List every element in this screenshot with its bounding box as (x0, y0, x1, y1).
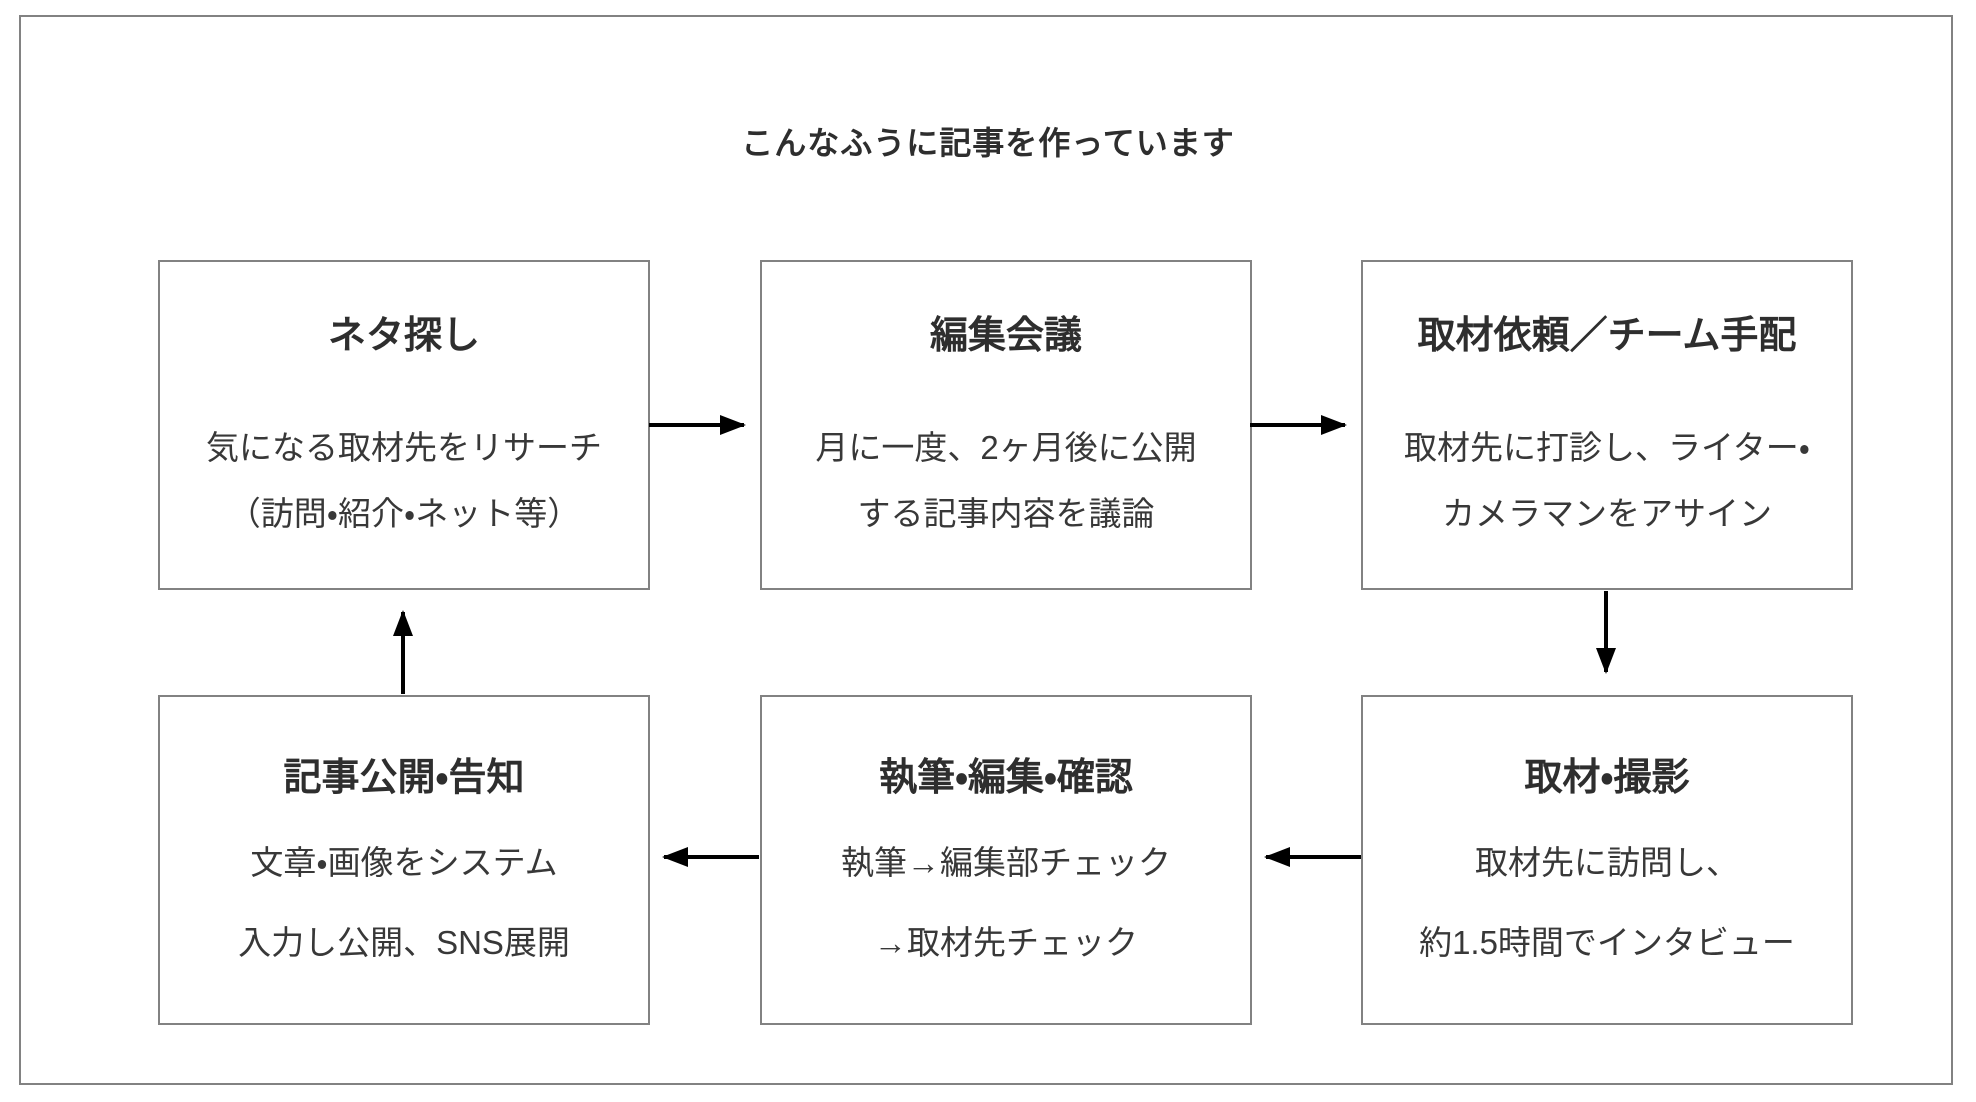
box-writing-editing-check-heading: 執筆・編集・確認 (879, 757, 1133, 799)
box-topic-research-body: 気になる取材先をリサーチ （訪問・紹介・ネット等） (206, 429, 602, 532)
box-interview-request: 取材依頼／チーム手配 取材先に打診し、ライター・ カメラマンをアサイン (1361, 260, 1853, 590)
box-publish-announce: 記事公開・告知 文章・画像をシステム 入力し公開、SNS展開 (158, 695, 650, 1025)
box-interview-shoot-heading: 取材・撮影 (1524, 757, 1690, 799)
box-writing-editing-check-body: 執筆→編集部チェック →取材先チェック (841, 844, 1171, 961)
box-interview-shoot: 取材・撮影 取材先に訪問し、 約1.5時間でインタビュー (1361, 695, 1853, 1025)
box-topic-research-heading: ネタ探し (327, 315, 480, 357)
box-topic-research: ネタ探し 気になる取材先をリサーチ （訪問・紹介・ネット等） (158, 260, 650, 590)
box-publish-announce-heading: 記事公開・告知 (283, 757, 525, 799)
box-writing-editing-check: 執筆・編集・確認 執筆→編集部チェック →取材先チェック (760, 695, 1252, 1025)
box-editorial-meeting: 編集会議 月に一度、2ヶ月後に公開 する記事内容を議論 (760, 260, 1252, 590)
box-editorial-meeting-body: 月に一度、2ヶ月後に公開 する記事内容を議論 (815, 429, 1197, 532)
box-interview-shoot-body: 取材先に訪問し、 約1.5時間でインタビュー (1419, 844, 1795, 961)
diagram-title: こんなふうに記事を作っています (741, 125, 1235, 161)
box-editorial-meeting-heading: 編集会議 (929, 315, 1082, 357)
box-interview-request-heading: 取材依頼／チーム手配 (1417, 315, 1797, 357)
box-interview-request-body: 取材先に打診し、ライター・ カメラマンをアサイン (1404, 429, 1810, 532)
box-publish-announce-body: 文章・画像をシステム 入力し公開、SNS展開 (238, 844, 570, 961)
